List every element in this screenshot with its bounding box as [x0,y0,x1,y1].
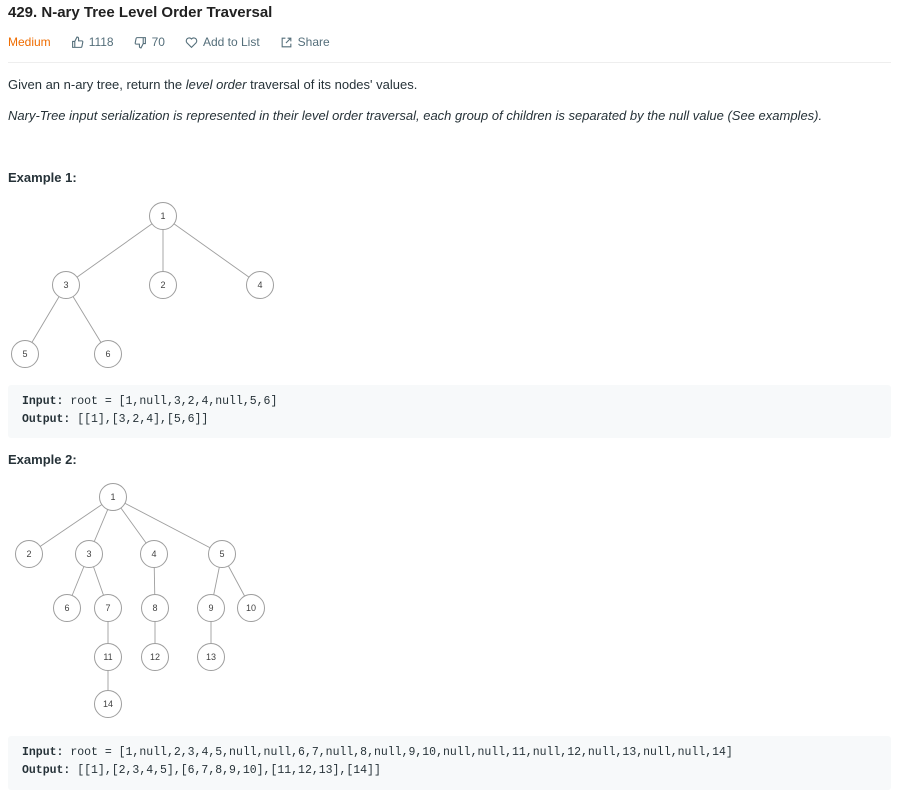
input-label: Input: [22,395,64,408]
svg-text:12: 12 [150,652,160,662]
output-label: Output: [22,764,71,777]
tree-node: 3 [52,271,80,299]
add-to-list-button[interactable]: Add to List [185,35,260,49]
heart-icon [185,36,198,48]
tree-node: 6 [53,594,81,622]
dislike-button[interactable]: 70 [134,35,165,49]
tree-node: 5 [11,340,39,368]
problem-meta-bar: Medium 1118 70 Add to List Share [8,34,350,50]
tree-node: 8 [141,594,169,622]
input-label: Input: [22,746,64,759]
output-value: [[1],[3,2,4],[5,6]] [70,413,209,426]
like-button[interactable]: 1118 [71,35,114,49]
svg-text:14: 14 [103,699,113,709]
svg-text:2: 2 [160,280,165,290]
example-1-title: Example 1: [8,170,77,185]
tree-node: 10 [237,594,265,622]
example-2-tree-diagram: 1 2 3 4 5 6 7 8 9 10 11 12 13 14 [15,483,265,718]
svg-text:2: 2 [26,549,31,559]
tree-node: 1 [149,202,177,230]
svg-text:6: 6 [105,349,110,359]
tree-node: 3 [75,540,103,568]
tree-node: 11 [94,643,122,671]
svg-text:3: 3 [86,549,91,559]
example-2-title: Example 2: [8,452,77,467]
example-2-code-block: Input: root = [1,null,2,3,4,5,null,null,… [8,736,891,790]
svg-text:4: 4 [151,549,156,559]
description-text-end: traversal of its nodes' values. [246,77,418,92]
example-1-code-block: Input: root = [1,null,3,2,4,null,5,6] Ou… [8,385,891,438]
svg-text:4: 4 [257,280,262,290]
serialization-note: Nary-Tree input serialization is represe… [8,108,823,123]
svg-text:1: 1 [160,211,165,221]
tree-node: 5 [208,540,236,568]
example-1-tree-diagram: 1 3 2 4 5 6 [11,202,274,368]
example-1-input-line: Input: root = [1,null,3,2,4,null,5,6] [22,395,277,408]
output-value: [[1],[2,3,4,5],[6,7,8,9,10],[11,12,13],[… [70,764,381,777]
header-divider [8,62,891,63]
input-value: root = [1,null,3,2,4,null,5,6] [63,395,278,408]
description-text: Given an n-ary tree, return the [8,77,186,92]
tree-node: 14 [94,690,122,718]
svg-text:13: 13 [206,652,216,662]
svg-text:8: 8 [152,603,157,613]
tree-node: 6 [94,340,122,368]
tree-node: 1 [99,483,127,511]
tree-node: 4 [246,271,274,299]
svg-text:9: 9 [208,603,213,613]
svg-text:11: 11 [103,652,112,662]
output-label: Output: [22,413,71,426]
tree-node: 7 [94,594,122,622]
thumbs-up-icon [71,36,84,48]
example-2-output-line: Output: [[1],[2,3,4,5],[6,7,8,9,10],[11,… [22,764,381,777]
svg-text:5: 5 [22,349,27,359]
tree-node: 4 [140,540,168,568]
svg-text:5: 5 [219,549,224,559]
difficulty-badge: Medium [8,35,51,49]
example-2-input-line: Input: root = [1,null,2,3,4,5,null,null,… [22,746,733,759]
tree-node: 9 [197,594,225,622]
example-1-output-line: Output: [[1],[3,2,4],[5,6]] [22,413,208,426]
tree-node: 2 [15,540,43,568]
input-value: root = [1,null,2,3,4,5,null,null,6,7,nul… [63,746,733,759]
share-button[interactable]: Share [280,35,330,49]
description-paragraph: Given an n-ary tree, return the level or… [8,77,417,92]
svg-text:3: 3 [63,280,68,290]
like-count: 1118 [88,35,114,49]
problem-title: 429. N-ary Tree Level Order Traversal [8,4,273,21]
dislike-count: 70 [151,35,165,49]
add-to-list-label: Add to List [202,35,260,49]
share-label: Share [297,35,330,49]
svg-text:1: 1 [110,492,115,502]
description-emphasis: level order [185,77,247,92]
tree-node: 13 [197,643,225,671]
svg-text:6: 6 [64,603,69,613]
svg-text:7: 7 [105,603,110,613]
tree-node: 12 [141,643,169,671]
svg-text:10: 10 [246,603,256,613]
thumbs-down-icon [134,36,146,48]
share-icon [281,37,292,47]
tree-node: 2 [149,271,177,299]
